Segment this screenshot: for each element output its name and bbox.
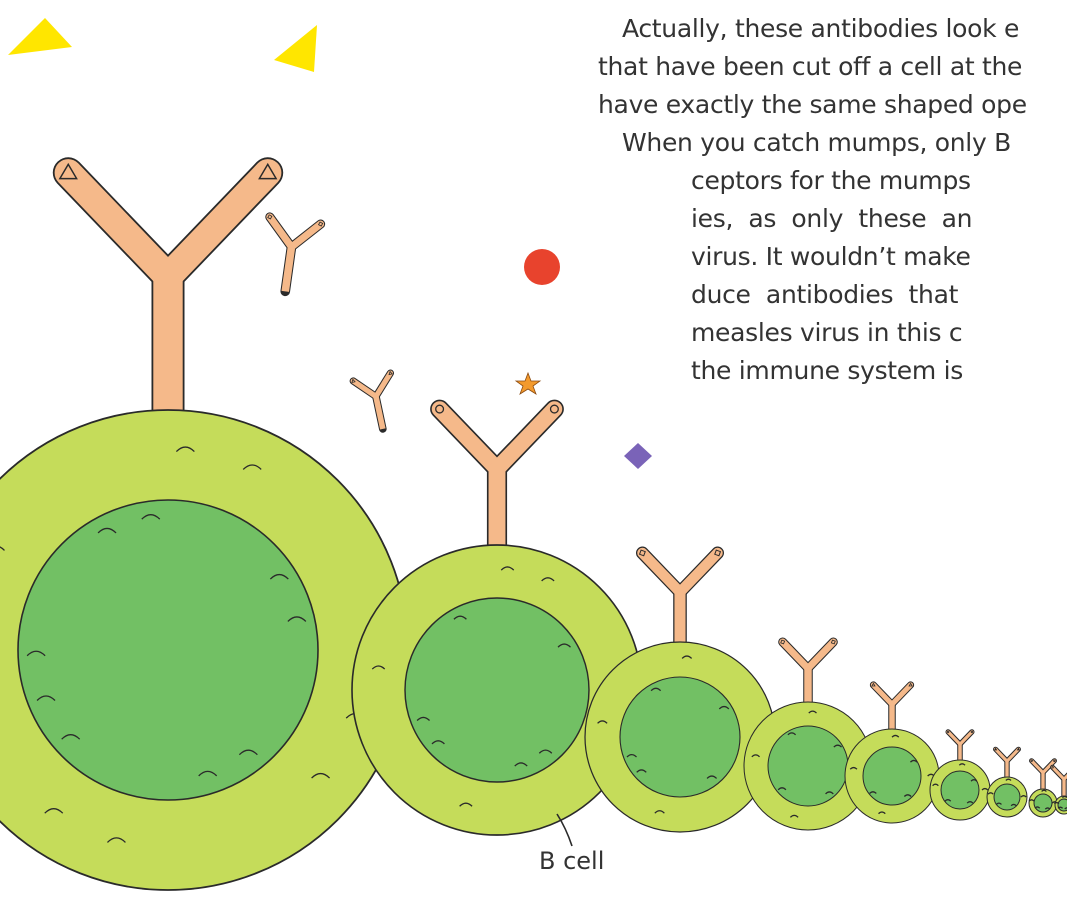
antibody-receptor <box>995 748 1020 781</box>
red-circle-antigen-icon <box>524 249 560 285</box>
body-text-line-7: virus. It wouldn’t make <box>691 242 971 271</box>
body-text-line-9: measles virus in this c <box>691 318 962 347</box>
body-text-line-5: ceptors for the mumps <box>691 166 971 195</box>
body-text-line-2: that have been cut off a cell at the <box>598 52 1022 81</box>
antibody-receptor <box>1031 760 1056 793</box>
cell-nucleus <box>620 677 740 797</box>
b-cell-caption: B cell <box>539 847 604 875</box>
cell-nucleus <box>768 726 848 806</box>
cell-nucleus <box>18 500 318 800</box>
free-antibody-shape <box>258 215 323 295</box>
b-cell-1 <box>0 164 408 890</box>
body-text-line-1: Actually, these antibodies look e <box>622 14 1019 43</box>
body-text-line-10: the immune system is <box>691 356 963 385</box>
cell-nucleus <box>994 784 1020 810</box>
yellow-triangle-antigen-icon <box>8 18 72 55</box>
orange-star-antigen-icon <box>516 373 540 394</box>
free-antibody <box>351 371 403 433</box>
body-text-line-8: duce antibodies that <box>691 280 958 309</box>
purple-diamond-antigen-icon <box>624 443 652 469</box>
cell-nucleus <box>405 598 589 782</box>
cell-nucleus <box>941 771 979 809</box>
b-cell-3 <box>585 550 775 832</box>
body-text-line-4: When you catch mumps, only B <box>622 128 1011 157</box>
b-cell-6 <box>930 731 990 820</box>
b-cell-5 <box>845 683 939 823</box>
cell-nucleus <box>863 747 921 805</box>
b-cell-7 <box>987 748 1027 817</box>
free-antibody <box>258 215 323 295</box>
free-antibodies-layer <box>258 215 403 433</box>
yellow-triangle-antigen-icon <box>274 25 317 72</box>
body-text-line-3: have exactly the same shaped ope <box>598 90 1027 119</box>
body-text-line-6: ies, as only these an <box>691 204 972 233</box>
antibody-receptor <box>60 164 276 451</box>
cell-nucleus <box>1034 794 1052 812</box>
cell-nucleus <box>1058 799 1067 811</box>
free-antibody-shape <box>351 371 403 433</box>
